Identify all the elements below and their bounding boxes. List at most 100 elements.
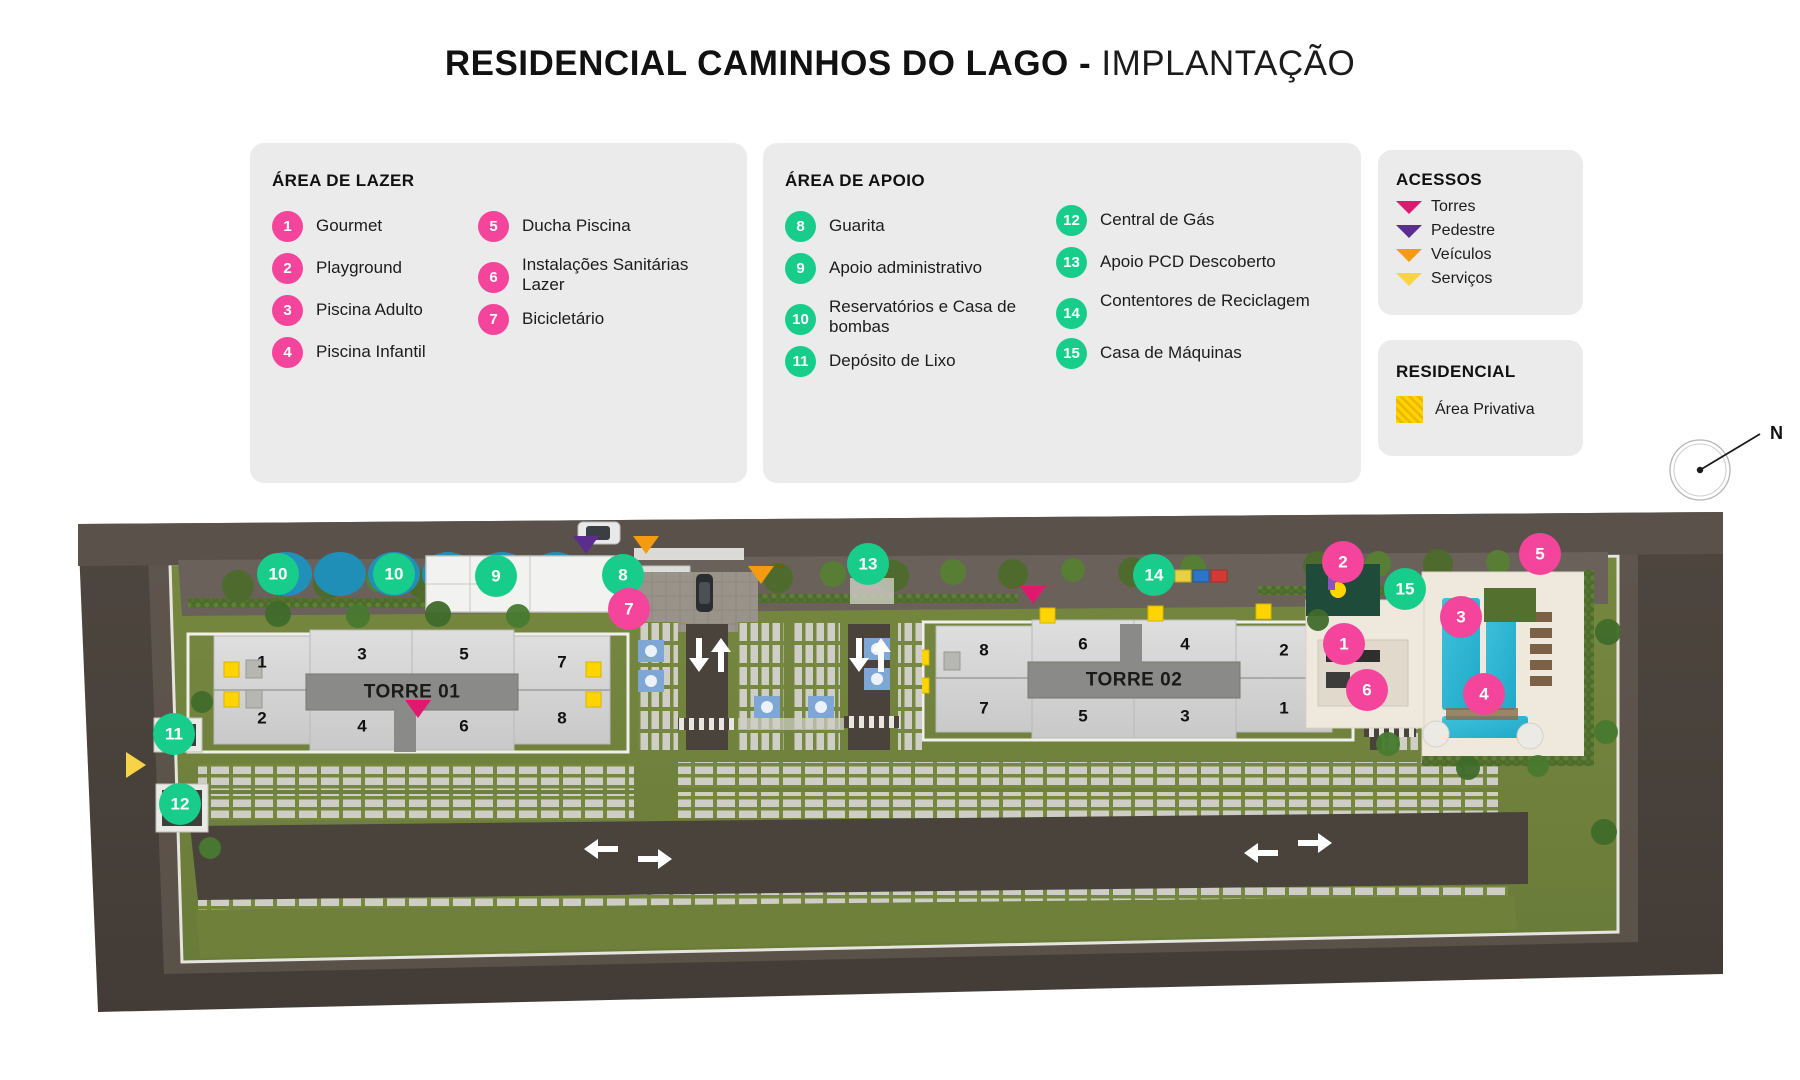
- apoio-column-1: 8 Guarita 9 Apoio administrativo 10 Rese…: [785, 211, 1035, 388]
- unit-number: 7: [557, 653, 566, 672]
- legend-title-residencial: RESIDENCIAL: [1396, 362, 1516, 381]
- legend-label: Central de Gás: [1100, 210, 1215, 229]
- legend-title-lazer: ÁREA DE LAZER: [272, 171, 415, 190]
- legend-item[interactable]: 8 Guarita: [785, 211, 1035, 242]
- unit-number: 6: [1078, 635, 1087, 654]
- page-title-light: IMPLANTAÇÃO: [1091, 44, 1356, 83]
- legend-badge: 1: [272, 211, 303, 242]
- legend-panel-acessos: ACESSOS Torres Pedestre Veículos Serviço…: [1378, 150, 1583, 315]
- unit-number: 5: [1078, 707, 1087, 726]
- access-marker-servicos: [126, 752, 146, 778]
- legend-item[interactable]: 10 Reservatórios e Casa de bombas: [785, 295, 1035, 337]
- legend-label: Serviços: [1431, 270, 1493, 287]
- compass-north-label: N: [1770, 423, 1783, 443]
- unit-number: 8: [557, 709, 566, 728]
- triangle-marker-pedestre-icon: [1396, 224, 1422, 238]
- legend-label: Playground: [316, 258, 403, 277]
- legend-item[interactable]: 12 Central de Gás: [1056, 205, 1336, 236]
- building-deposito-lixo: [153, 717, 203, 753]
- parking-row: [678, 792, 1498, 818]
- traffic-arrows-aisle: [584, 833, 1332, 869]
- legend-item[interactable]: 9 Apoio administrativo: [785, 253, 1035, 284]
- legend-item[interactable]: Área Privativa: [1396, 396, 1535, 423]
- page-title: RESIDENCIAL CAMINHOS DO LAGO - IMPLANTAÇ…: [0, 44, 1800, 84]
- unit-number: 5: [459, 645, 468, 664]
- access-marker-torres: [1020, 586, 1046, 604]
- legend-item[interactable]: 3 Piscina Adulto: [272, 295, 472, 326]
- legend-item[interactable]: 11 Depósito de Lixo: [785, 346, 1035, 377]
- tower-01-label: TORRE 01: [364, 682, 461, 703]
- area-privativa-swatch-icon: [1396, 396, 1423, 423]
- triangle-marker-servicos-icon: [1396, 272, 1422, 286]
- legend-badge: 5: [478, 211, 509, 242]
- legend-item[interactable]: 1 Gourmet: [272, 211, 472, 242]
- legend-label: Apoio administrativo: [829, 258, 983, 277]
- area-privativa-square: [223, 661, 240, 678]
- legend-panel-apoio: ÁREA DE APOIO 8 Guarita 9 Apoio administ…: [763, 143, 1361, 483]
- crosswalk: [1364, 726, 1416, 737]
- parking-row: [678, 762, 1498, 788]
- site-plan-svg: 1 2 3 4 5 6 7 8 TORRE 01 8 7 6 5 4 3 2 1: [78, 512, 1723, 1012]
- unit-number: 4: [1180, 635, 1190, 654]
- unit-number: 2: [257, 709, 266, 728]
- legend-item[interactable]: 5 Ducha Piscina: [478, 211, 728, 242]
- area-privativa-square: [1039, 607, 1056, 624]
- legend-item[interactable]: 4 Piscina Infantil: [272, 337, 472, 368]
- access-marker-veiculos: [748, 566, 774, 584]
- unit-number: 3: [357, 645, 366, 664]
- pool-adulto: [1442, 598, 1480, 710]
- legend-item[interactable]: 13 Apoio PCD Descoberto: [1056, 247, 1336, 278]
- site-access-markers: [126, 536, 1046, 778]
- legend-label: Instalações Sanitárias Lazer: [522, 255, 689, 294]
- legend-item[interactable]: Serviços: [1396, 270, 1495, 288]
- area-privativa-square: [585, 691, 602, 708]
- legend-badge: 10: [785, 304, 816, 335]
- triangle-marker-torres-icon: [1396, 200, 1422, 214]
- legend-badge: 9: [785, 253, 816, 284]
- palms: [191, 601, 1621, 859]
- legend-panel-residencial: RESIDENCIAL Área Privativa: [1378, 340, 1583, 456]
- legend-badge: 6: [478, 262, 509, 293]
- legend-item[interactable]: 2 Playground: [272, 253, 472, 284]
- legend-label: Contentores de Reciclagem: [1100, 291, 1310, 310]
- access-marker-pedestre: [573, 536, 599, 554]
- legend-panel-lazer: ÁREA DE LAZER 1 Gourmet 2 Playground 3 P…: [250, 143, 747, 483]
- legend-item[interactable]: Torres: [1396, 198, 1495, 216]
- parking-row: [198, 794, 634, 820]
- tower-01: 1 2 3 4 5 6 7 8 TORRE 01: [186, 629, 630, 754]
- legend-label: Guarita: [829, 216, 885, 235]
- legend-label: Gourmet: [316, 216, 383, 235]
- unit-number: 8: [979, 641, 988, 660]
- area-privativa-square: [1147, 605, 1164, 622]
- legend-badge: 12: [1056, 205, 1087, 236]
- crosswalk: [844, 716, 900, 728]
- unit-number: 3: [1180, 707, 1189, 726]
- site-plan-render[interactable]: 1 2 3 4 5 6 7 8 TORRE 01 8 7 6 5 4 3 2 1: [78, 512, 1723, 1027]
- legend-title-apoio: ÁREA DE APOIO: [785, 171, 925, 190]
- legend-item[interactable]: 6 Instalações Sanitárias Lazer: [478, 253, 728, 295]
- page-title-bold: RESIDENCIAL CAMINHOS DO LAGO -: [444, 44, 1092, 83]
- legend-label: Ducha Piscina: [522, 216, 631, 235]
- legend-item[interactable]: 7 Bicicletário: [478, 304, 728, 335]
- legend-badge: 14: [1056, 298, 1087, 329]
- parking-row: [198, 764, 634, 790]
- legend-label: Depósito de Lixo: [829, 351, 956, 370]
- legend-item[interactable]: Pedestre: [1396, 222, 1495, 240]
- legend-item[interactable]: Veículos: [1396, 246, 1495, 264]
- legend-badge: 4: [272, 337, 303, 368]
- lazer-column-2: 5 Ducha Piscina 6 Instalações Sanitárias…: [478, 211, 728, 346]
- legend-badge: 15: [1056, 338, 1087, 369]
- acessos-list: Torres Pedestre Veículos Serviços: [1396, 198, 1495, 294]
- unit-number: 7: [979, 699, 988, 718]
- legend-item[interactable]: 14 Contentores de Reciclagem: [1056, 289, 1336, 329]
- legend-label: Torres: [1431, 198, 1476, 215]
- area-privativa-square: [585, 661, 602, 678]
- legend-label: Piscina Adulto: [316, 300, 423, 319]
- drive-aisle: [190, 812, 1528, 900]
- compass-rose: N: [1660, 418, 1790, 510]
- access-marker-torres: [405, 700, 431, 718]
- legend-label: Reservatórios e Casa de bombas: [829, 297, 1017, 336]
- legend-label: Bicicletário: [522, 309, 605, 328]
- unit-number: 1: [257, 653, 266, 672]
- legend-item[interactable]: 15 Casa de Máquinas: [1056, 338, 1336, 369]
